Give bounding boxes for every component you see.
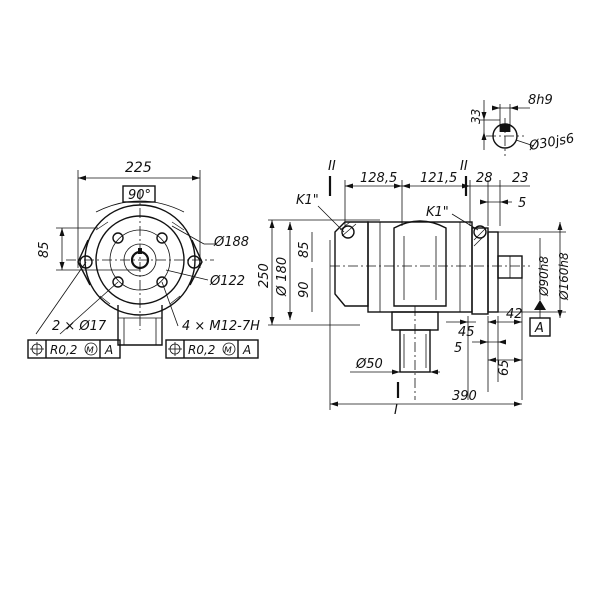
dim-390: 390 bbox=[452, 389, 477, 404]
dim-33: 33 bbox=[469, 109, 483, 124]
section-bottom: I bbox=[394, 403, 398, 418]
dim-28: 28 bbox=[476, 171, 493, 186]
dim-250: 250 bbox=[257, 263, 272, 288]
key-detail: 8h9 33 Ø30js6 bbox=[469, 93, 575, 156]
label-k1-right: K1" bbox=[426, 205, 449, 220]
dim-5-top: 5 bbox=[518, 196, 526, 211]
section-top-right: II bbox=[460, 159, 468, 174]
dim-45: 45 bbox=[458, 325, 475, 340]
dim-65: 65 bbox=[497, 359, 512, 376]
datum-a: A bbox=[534, 321, 544, 336]
front-view: 225 90° 85 bbox=[27, 160, 260, 359]
dim-dia-188: Ø188 bbox=[213, 235, 249, 250]
dim-dia-180: Ø 180 bbox=[275, 257, 290, 297]
dim-5-bottom: 5 bbox=[454, 341, 462, 356]
tol-value-1: R0,2 bbox=[50, 343, 77, 357]
dim-42: 42 bbox=[506, 307, 523, 322]
dim-8h9: 8h9 bbox=[528, 93, 553, 108]
dim-90: 90 bbox=[297, 281, 312, 298]
max-material-icon bbox=[222, 342, 236, 356]
tol-modifier-1: M bbox=[86, 346, 94, 356]
dim-121-5: 121,5 bbox=[420, 171, 457, 186]
dim-angle-90: 90° bbox=[128, 188, 151, 203]
dim-width-225: 225 bbox=[125, 160, 152, 176]
threads-label: 4 × M12-7H bbox=[182, 319, 260, 334]
tolerance-frame-1: R0,2 M A bbox=[27, 339, 121, 359]
label-k1-left: K1" bbox=[296, 193, 319, 208]
dim-dia-30js6: Ø30js6 bbox=[527, 131, 575, 154]
tol-value-2: R0,2 bbox=[188, 343, 215, 357]
dim-85: 85 bbox=[297, 241, 312, 258]
dim-dia-160h8: Ø160h8 bbox=[557, 252, 571, 301]
dim-23: 23 bbox=[512, 171, 529, 186]
tolerance-frame-2: R0,2 M A bbox=[165, 339, 259, 359]
dim-height-85: 85 bbox=[37, 241, 52, 258]
dim-dia-122: Ø122 bbox=[209, 274, 245, 289]
holes-label: 2 × Ø17 bbox=[52, 319, 107, 334]
tol-datum-1: A bbox=[104, 343, 113, 357]
max-material-icon bbox=[84, 342, 98, 356]
dim-128-5: 128,5 bbox=[360, 171, 397, 186]
section-top-left: II bbox=[328, 159, 336, 174]
tol-datum-2: A bbox=[242, 343, 251, 357]
tol-modifier-2: M bbox=[224, 346, 232, 356]
side-view: II II 128,5 121,5 28 23 5 K1" K1" 250 bbox=[257, 159, 571, 418]
dim-dia-90h8: Ø90h8 bbox=[537, 256, 551, 297]
dim-dia-50: Ø50 bbox=[355, 357, 383, 372]
